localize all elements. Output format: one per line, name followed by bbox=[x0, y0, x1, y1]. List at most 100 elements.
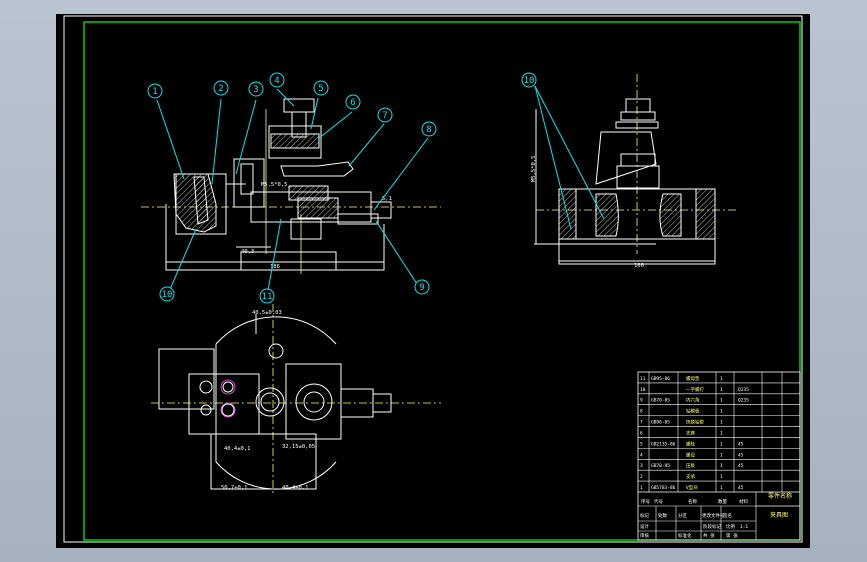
parts-cell: 1 bbox=[720, 430, 723, 436]
svg-text:10: 10 bbox=[162, 290, 173, 300]
sign-cell-7: 标准化 bbox=[678, 532, 692, 539]
dim-32-15: 32,15±0,05 bbox=[282, 444, 315, 450]
header-cell-2: 名称 bbox=[688, 498, 697, 505]
parts-cell: 1 bbox=[720, 485, 723, 491]
balloon-8: 8 bbox=[421, 121, 437, 137]
parts-cell: Q235 bbox=[738, 398, 749, 404]
parts-cell: 1 bbox=[720, 398, 723, 404]
parts-cell: 5 bbox=[640, 441, 643, 447]
side-view: 100 M5,5*0,5 10 bbox=[521, 72, 736, 269]
parts-cell: 螺母 bbox=[686, 451, 695, 458]
parts-cell: 支座 bbox=[686, 429, 695, 436]
cad-viewport[interactable]: 40,3 186 M5,5*0,5 5,1 1 2 3 4 5 6 7 8 9 … bbox=[56, 14, 810, 548]
balloon-2: 2 bbox=[213, 80, 229, 96]
scale-cell-5: 第 张 bbox=[726, 532, 738, 539]
parts-cell: 8 bbox=[640, 409, 643, 415]
parts-cell: 快换钻套 bbox=[686, 419, 704, 426]
parts-cell: 1 bbox=[720, 463, 723, 469]
balloon-5: 5 bbox=[313, 80, 329, 96]
scale-cell-0: 阶段标记 bbox=[703, 523, 721, 530]
parts-cell: 9 bbox=[640, 398, 643, 404]
parts-cell: GB5783-86 bbox=[651, 485, 676, 491]
parts-cell: 1 bbox=[720, 376, 723, 382]
sheet-outer-border bbox=[63, 15, 803, 543]
svg-text:9: 9 bbox=[419, 283, 424, 293]
parts-cell: 1 bbox=[720, 409, 723, 415]
svg-text:5: 5 bbox=[318, 84, 323, 94]
scale-cell-4: 共 张 bbox=[703, 532, 715, 539]
balloon-6: 6 bbox=[345, 94, 361, 110]
svg-text:7: 7 bbox=[382, 111, 387, 121]
sign-cell-4: 签名 bbox=[723, 512, 732, 519]
svg-text:1: 1 bbox=[152, 87, 157, 97]
parts-cell: 支承 bbox=[686, 473, 695, 480]
title-part-name: 零件名称 bbox=[768, 492, 792, 500]
parts-cell: 3 bbox=[640, 463, 643, 469]
scale-cell-2: 比例 bbox=[726, 523, 735, 530]
parts-cell: 45 bbox=[738, 441, 744, 447]
parts-cell: 4 bbox=[640, 452, 643, 458]
dim-5-1: 5,1 bbox=[382, 196, 392, 202]
parts-cell: 一字螺钉 bbox=[686, 386, 704, 393]
parts-cell: 45 bbox=[738, 463, 744, 469]
parts-cell: 1 bbox=[720, 452, 723, 458]
balloon-4: 4 bbox=[269, 72, 285, 88]
parts-cell: 2 bbox=[640, 474, 643, 480]
balloon-10-front: 10 bbox=[159, 286, 175, 302]
parts-cell: GB95-86 bbox=[651, 376, 670, 382]
parts-cell: 1 bbox=[640, 485, 643, 491]
dim-40-3: 40,3 bbox=[241, 249, 254, 255]
balloon-3: 3 bbox=[248, 81, 264, 97]
sign-cell-2: 分区 bbox=[678, 512, 687, 519]
parts-cell: 11 bbox=[640, 376, 646, 382]
balloon-11: 11 bbox=[259, 288, 275, 304]
parts-cell: 压板 bbox=[686, 462, 695, 469]
parts-cell: 45 bbox=[738, 485, 744, 491]
top-view: 40,5±0,03 40,4±0,1 32,15±0,05 50,7±0,1 4… bbox=[151, 304, 441, 494]
balloon-10-side: 10 bbox=[524, 76, 535, 86]
svg-text:11: 11 bbox=[262, 292, 273, 302]
dim-186: 186 bbox=[270, 264, 280, 270]
dim-40-4: 40,4±0,1 bbox=[224, 446, 251, 452]
header-cell-3: 数量 bbox=[718, 498, 727, 505]
parts-cell: GB70-85 bbox=[651, 398, 670, 404]
dim-40-5: 40,5±0,03 bbox=[252, 310, 282, 316]
sign-cell-8: 审核 bbox=[640, 532, 649, 539]
svg-text:4: 4 bbox=[274, 76, 279, 86]
fixture-assembly-drawing: 40,3 186 M5,5*0,5 5,1 1 2 3 4 5 6 7 8 9 … bbox=[63, 15, 803, 543]
header-cell-1: 代号 bbox=[654, 498, 663, 505]
header-cell-0: 序号 bbox=[641, 498, 650, 505]
dim-m5-side: M5,5*0,5 bbox=[531, 156, 537, 183]
sign-cell-0: 标记 bbox=[640, 512, 649, 519]
dim-50-7: 50,7±0,1 bbox=[221, 485, 248, 491]
parts-cell: 45 bbox=[738, 452, 744, 458]
parts-cell: 6 bbox=[640, 430, 643, 436]
svg-text:3: 3 bbox=[253, 85, 258, 95]
scale-cell-3: 1:1 bbox=[740, 524, 748, 530]
parts-cell: 钻模板 bbox=[686, 408, 700, 415]
balloon-9: 9 bbox=[414, 279, 430, 295]
parts-cell: GB70-85 bbox=[651, 463, 670, 469]
title-drawing-name: 夹具图 bbox=[770, 511, 788, 519]
parts-cell: 7 bbox=[640, 420, 643, 426]
parts-cell: 10 bbox=[640, 387, 646, 393]
dim-100: 100 bbox=[634, 263, 644, 269]
parts-cell: GB96-85 bbox=[651, 420, 670, 426]
parts-cell: 螺母垫 bbox=[686, 375, 700, 382]
svg-text:6: 6 bbox=[350, 98, 355, 108]
parts-cell: 1 bbox=[720, 387, 723, 393]
parts-cell: 螺栓 bbox=[686, 440, 695, 447]
sign-cell-6: 设计 bbox=[640, 523, 649, 530]
parts-cell: V型块 bbox=[686, 484, 698, 491]
svg-text:8: 8 bbox=[426, 125, 431, 135]
svg-text:2: 2 bbox=[218, 84, 223, 94]
dim-40-4b: 40,4±0,1 bbox=[282, 485, 309, 491]
header-cell-4: 材料 bbox=[739, 498, 748, 505]
parts-cell: 内六角 bbox=[686, 397, 700, 404]
sheet-inner-border bbox=[83, 21, 801, 541]
sign-cell-3: 更改文件号 bbox=[702, 512, 725, 519]
parts-cell: 1 bbox=[720, 441, 723, 447]
balloon-1: 1 bbox=[147, 83, 163, 99]
balloon-7: 7 bbox=[377, 107, 393, 123]
